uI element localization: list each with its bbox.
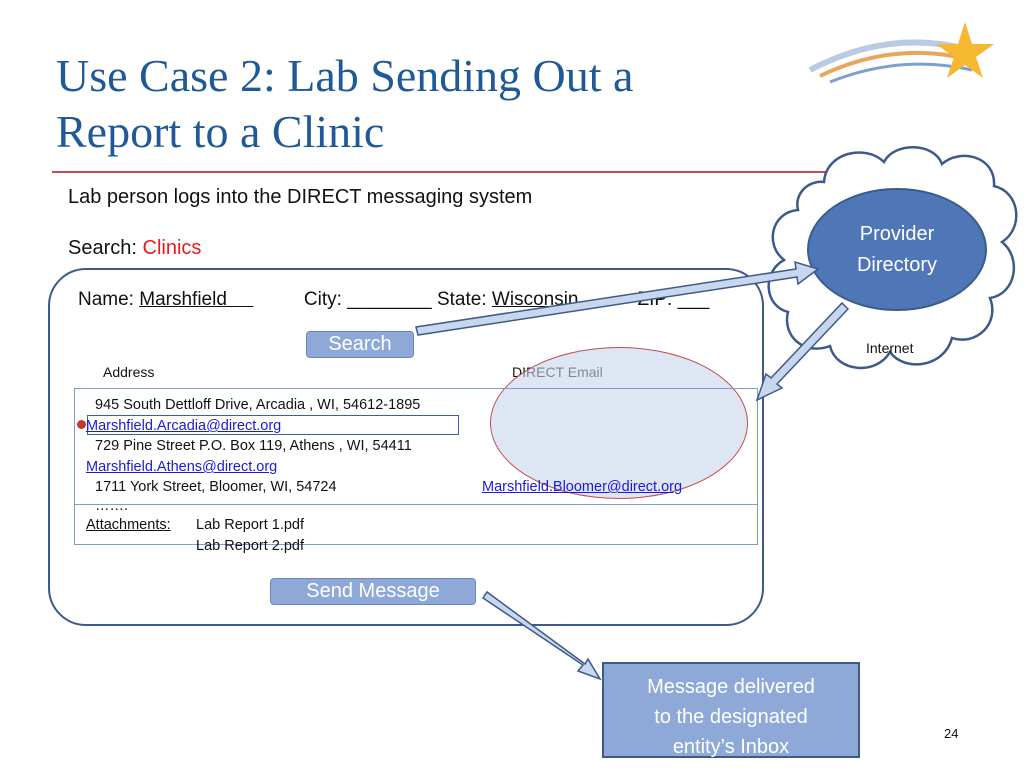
result-email-2[interactable]: Marshfield.Athens@direct.org (86, 459, 278, 475)
attachments-box (74, 504, 758, 545)
star-icon (936, 22, 994, 78)
result-address-1: 945 South Dettloff Drive, Arcadia , WI, … (95, 397, 421, 413)
selection-dot-icon (77, 420, 86, 429)
more-results: ……. (95, 498, 129, 514)
search-target: Clinics (142, 237, 202, 259)
search-step: Search: Clinics (68, 237, 201, 260)
name-field[interactable]: Marshfield (139, 289, 227, 310)
star-swoosh-logo (808, 22, 994, 84)
search-fields: Name: Marshfield City: ________ State: W… (78, 289, 709, 311)
name-label: Name: (78, 289, 134, 310)
delivery-line-1: Message delivered (647, 676, 815, 698)
result-email-1[interactable]: Marshfield.Arcadia@direct.org (86, 418, 282, 434)
attachment-file-1[interactable]: Lab Report 1.pdf (196, 517, 305, 533)
provider-directory: Provider Directory (807, 188, 987, 311)
delivery-note: Message delivered to the designated enti… (602, 662, 860, 758)
email-highlight-oval (490, 347, 748, 499)
result-address-2: 729 Pine Street P.O. Box 119, Athens , W… (95, 438, 412, 454)
title-line-2: Report to a Clinic (56, 106, 385, 157)
state-field[interactable]: Wisconsin (491, 289, 579, 310)
slide-title: Use Case 2: Lab Sending Out a Report to … (56, 48, 816, 160)
provider-directory-line-2: Directory (856, 253, 937, 276)
title-divider (52, 171, 964, 173)
delivery-line-3: entity’s Inbox (672, 736, 790, 758)
city-label: City: (303, 289, 342, 310)
title-line-1: Use Case 2: Lab Sending Out a (56, 50, 634, 101)
city-field[interactable]: ________ (347, 289, 432, 310)
internet-label: Internet (866, 340, 914, 356)
send-message-button[interactable]: Send Message (270, 578, 476, 605)
attachments-label: Attachments: (86, 517, 171, 533)
login-step-text: Lab person logs into the DIRECT messagin… (68, 186, 533, 208)
search-step-label: Search: (68, 237, 137, 259)
provider-directory-line-1: Provider (859, 222, 935, 245)
search-button[interactable]: Search (306, 331, 414, 358)
messaging-panel (48, 268, 764, 626)
zip-label: ZIP: (637, 289, 673, 310)
page-number: 24 (944, 726, 959, 741)
delivery-line-2: to the designated (654, 706, 808, 728)
zip-field[interactable]: ___ (677, 289, 710, 310)
state-label: State: (436, 289, 487, 310)
result-email-3[interactable]: Marshfield.Bloomer@direct.org (482, 479, 683, 495)
selected-row-highlight (87, 415, 459, 435)
address-column-header: Address (103, 364, 155, 380)
result-address-3: 1711 York Street, Bloomer, WI, 54724 (95, 479, 337, 495)
attachment-file-2[interactable]: Lab Report 2.pdf (196, 538, 305, 554)
